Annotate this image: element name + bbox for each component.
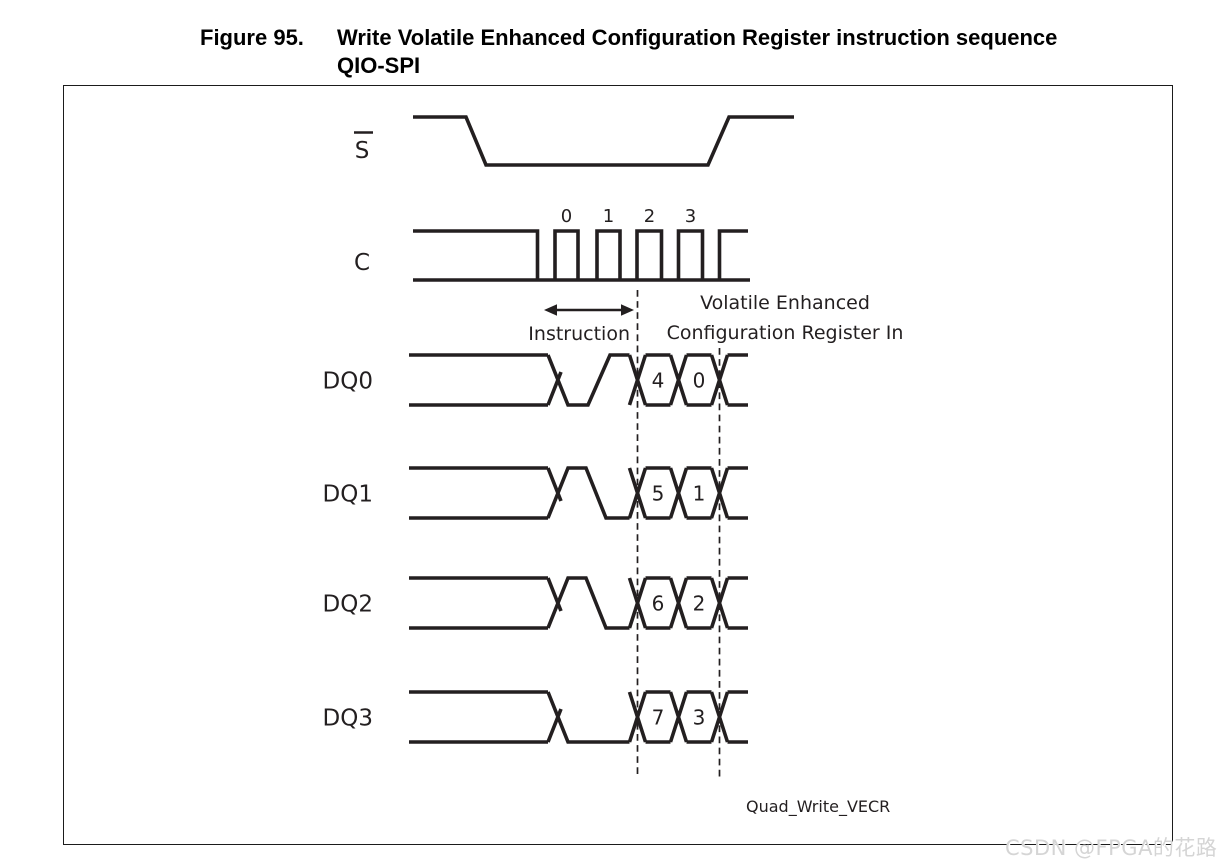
data-phase-label-line1: Volatile Enhanced	[700, 292, 870, 314]
dq3-waveform	[409, 690, 748, 744]
figure-number: Figure 95.	[200, 25, 304, 50]
figure-title: Write Volatile Enhanced Configuration Re…	[337, 24, 1157, 80]
c-waveform	[413, 229, 750, 282]
figure-title-line2: QIO-SPI	[337, 53, 421, 78]
diagram-tag: Quad_Write_VECR	[746, 797, 890, 817]
dq0-waveform	[409, 353, 748, 407]
figure-title-line1: Write Volatile Enhanced Configuration Re…	[337, 25, 1058, 50]
signal-row-chip-select: S	[354, 115, 794, 167]
signal-label-s: S	[355, 138, 370, 164]
instruction-annotation: Instruction	[528, 304, 634, 345]
signal-row-dq0: DQ0 4 0	[323, 353, 748, 407]
signal-label-c: C	[354, 250, 370, 276]
dq2-waveform	[409, 576, 748, 630]
data-phase-annotation: Volatile Enhanced Configuration Register…	[667, 292, 904, 344]
dq1-nibble-2: 1	[693, 482, 706, 506]
arrow-left-head-icon	[544, 304, 557, 316]
s-waveform	[413, 115, 794, 167]
watermark: CSDN @FPGA的花路	[1005, 836, 1218, 860]
signal-label-dq0: DQ0	[323, 369, 373, 395]
arrow-right-head-icon	[621, 304, 634, 316]
clock-number-0: 0	[561, 206, 572, 227]
figure-frame	[63, 85, 1173, 845]
data-phase-label-line2: Configuration Register In	[667, 322, 904, 344]
clock-number-1: 1	[603, 206, 614, 227]
signal-label-dq3: DQ3	[323, 706, 373, 732]
clock-number-2: 2	[644, 206, 655, 227]
signal-row-clock: C 0 1 2 3	[354, 206, 750, 282]
clock-number-3: 3	[685, 206, 696, 227]
dq2-nibble-1: 6	[652, 592, 665, 616]
signal-label-dq2: DQ2	[323, 592, 373, 618]
dq3-nibble-1: 7	[652, 706, 665, 730]
signal-label-dq1: DQ1	[323, 482, 373, 508]
dq0-nibble-2: 0	[693, 369, 706, 393]
signal-row-dq1: DQ1 5 1	[323, 466, 748, 520]
signal-row-dq3: DQ3 7 3	[323, 690, 748, 744]
instruction-label: Instruction	[528, 323, 630, 345]
dq3-nibble-2: 3	[693, 706, 706, 730]
dq0-nibble-1: 4	[652, 369, 665, 393]
dq1-waveform	[409, 466, 748, 520]
signal-row-dq2: DQ2 6 2	[323, 576, 748, 630]
dq2-nibble-2: 2	[693, 592, 706, 616]
dq1-nibble-1: 5	[652, 482, 665, 506]
